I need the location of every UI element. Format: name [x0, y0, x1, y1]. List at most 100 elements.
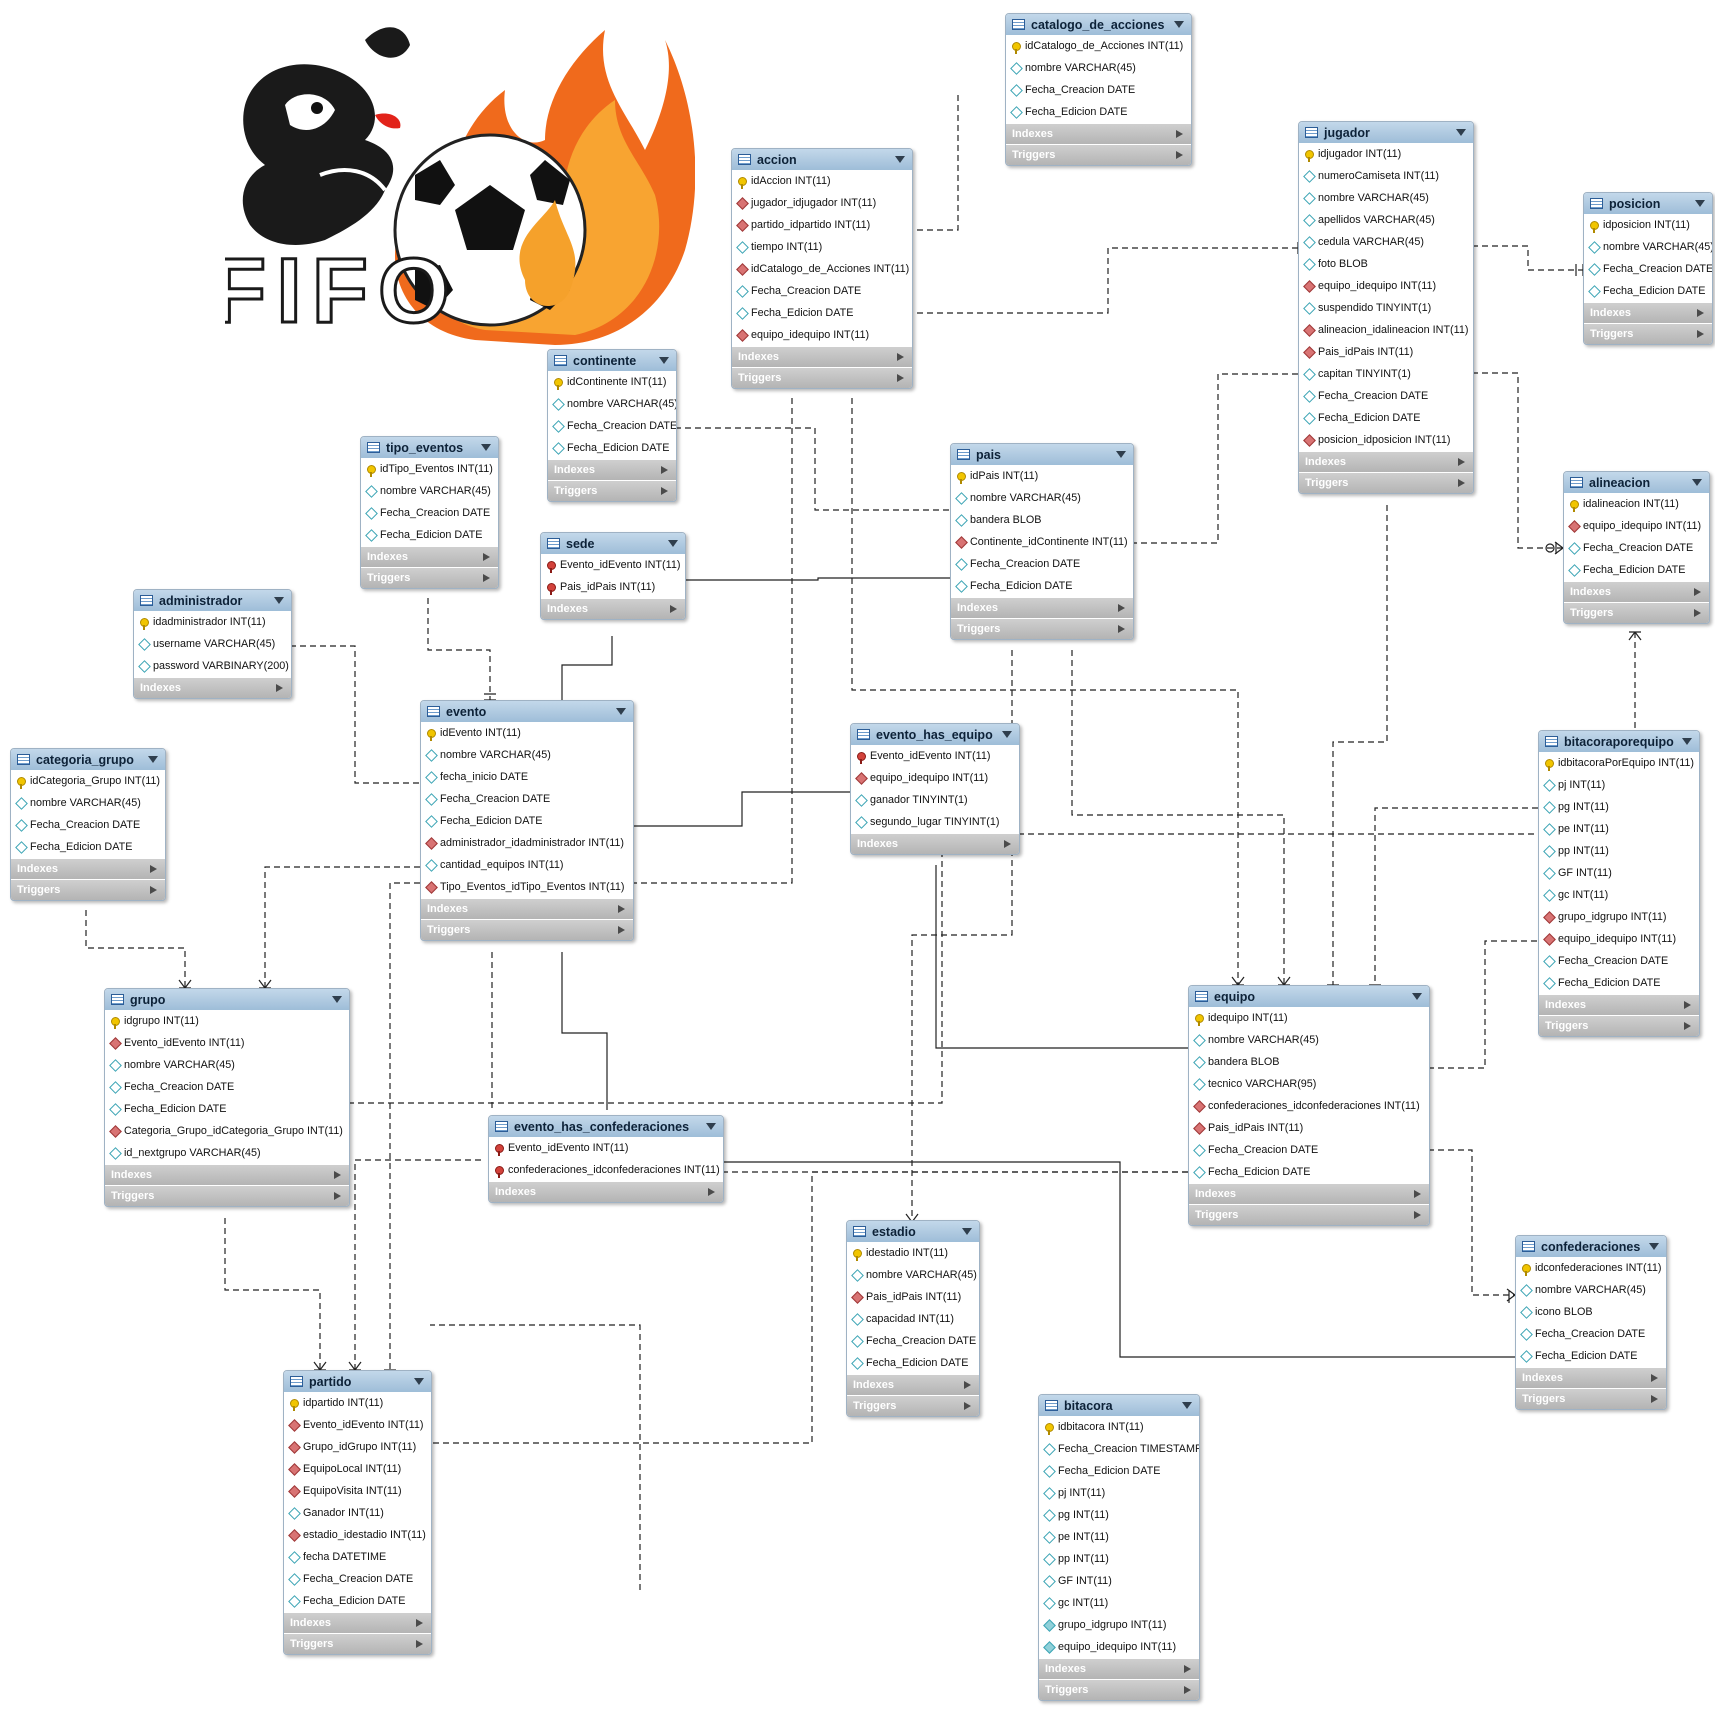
column-row[interactable]: GF INT(11) — [1539, 862, 1699, 884]
table-header[interactable]: equipo — [1189, 986, 1429, 1007]
column-row[interactable]: Fecha_Creacion DATE — [421, 788, 633, 810]
expand-arrow-icon[interactable] — [483, 553, 490, 561]
column-row[interactable]: Evento_idEvento INT(11) — [541, 554, 685, 576]
column-row[interactable]: capitan TINYINT(1) — [1299, 363, 1473, 385]
collapse-caret-icon[interactable] — [332, 996, 342, 1003]
expand-arrow-icon[interactable] — [661, 487, 668, 495]
triggers-section[interactable]: Triggers — [1006, 144, 1191, 165]
expand-arrow-icon[interactable] — [1651, 1395, 1658, 1403]
column-row[interactable]: idCatalogo_de_Acciones INT(11) — [732, 258, 912, 280]
column-row[interactable]: Fecha_Creacion DATE — [1539, 950, 1699, 972]
column-row[interactable]: Fecha_Edicion DATE — [548, 437, 676, 459]
column-row[interactable]: idCatalogo_de_Acciones INT(11) — [1006, 35, 1191, 57]
triggers-section[interactable]: Triggers — [1564, 602, 1709, 623]
triggers-section[interactable]: Triggers — [1584, 323, 1712, 344]
column-row[interactable]: Evento_idEvento INT(11) — [851, 745, 1019, 767]
table-header[interactable]: posicion — [1584, 193, 1712, 214]
expand-arrow-icon[interactable] — [618, 926, 625, 934]
column-row[interactable]: Fecha_Creacion DATE — [548, 415, 676, 437]
expand-arrow-icon[interactable] — [1118, 604, 1125, 612]
expand-arrow-icon[interactable] — [334, 1192, 341, 1200]
expand-arrow-icon[interactable] — [416, 1619, 423, 1627]
table-header[interactable]: continente — [548, 350, 676, 371]
triggers-section[interactable]: Triggers — [1539, 1015, 1699, 1036]
collapse-caret-icon[interactable] — [1182, 1402, 1192, 1409]
collapse-caret-icon[interactable] — [1456, 129, 1466, 136]
expand-arrow-icon[interactable] — [1651, 1374, 1658, 1382]
column-row[interactable]: Fecha_Creacion DATE — [361, 502, 498, 524]
column-row[interactable]: Fecha_Creacion TIMESTAMP — [1039, 1438, 1199, 1460]
column-row[interactable]: Pais_idPais INT(11) — [541, 576, 685, 598]
table-header[interactable]: administrador — [134, 590, 291, 611]
indexes-section[interactable]: Indexes — [951, 597, 1133, 618]
collapse-caret-icon[interactable] — [1695, 200, 1705, 207]
triggers-section[interactable]: Triggers — [1039, 1679, 1199, 1700]
column-row[interactable]: idconfederaciones INT(11) — [1516, 1257, 1666, 1279]
column-row[interactable]: idjugador INT(11) — [1299, 143, 1473, 165]
column-row[interactable]: equipo_idequipo INT(11) — [732, 324, 912, 346]
expand-arrow-icon[interactable] — [708, 1188, 715, 1196]
column-row[interactable]: Ganador INT(11) — [284, 1502, 431, 1524]
column-row[interactable]: nombre VARCHAR(45) — [11, 792, 165, 814]
column-row[interactable]: idbitacoraPorEquipo INT(11) — [1539, 752, 1699, 774]
column-row[interactable]: idPais INT(11) — [951, 465, 1133, 487]
triggers-section[interactable]: Triggers — [11, 879, 165, 900]
indexes-section[interactable]: Indexes — [851, 833, 1019, 854]
indexes-section[interactable]: Indexes — [1299, 451, 1473, 472]
column-row[interactable]: fecha DATETIME — [284, 1546, 431, 1568]
indexes-section[interactable]: Indexes — [548, 459, 676, 480]
column-row[interactable]: Pais_idPais INT(11) — [1299, 341, 1473, 363]
column-row[interactable]: idgrupo INT(11) — [105, 1010, 349, 1032]
column-row[interactable]: Fecha_Creacion DATE — [847, 1330, 979, 1352]
column-row[interactable]: Fecha_Creacion DATE — [1516, 1323, 1666, 1345]
expand-arrow-icon[interactable] — [661, 466, 668, 474]
expand-arrow-icon[interactable] — [1697, 330, 1704, 338]
column-row[interactable]: equipo_idequipo INT(11) — [1299, 275, 1473, 297]
expand-arrow-icon[interactable] — [897, 353, 904, 361]
column-row[interactable]: id_nextgrupo VARCHAR(45) — [105, 1142, 349, 1164]
collapse-caret-icon[interactable] — [895, 156, 905, 163]
column-row[interactable]: Fecha_Creacion DATE — [284, 1568, 431, 1590]
triggers-section[interactable]: Triggers — [284, 1633, 431, 1654]
column-row[interactable]: Fecha_Edicion DATE — [361, 524, 498, 546]
indexes-section[interactable]: Indexes — [11, 858, 165, 879]
expand-arrow-icon[interactable] — [1176, 151, 1183, 159]
table-header[interactable]: evento_has_confederaciones — [489, 1116, 723, 1137]
indexes-section[interactable]: Indexes — [1006, 123, 1191, 144]
expand-arrow-icon[interactable] — [1694, 609, 1701, 617]
column-row[interactable]: Evento_idEvento INT(11) — [105, 1032, 349, 1054]
column-row[interactable]: numeroCamiseta INT(11) — [1299, 165, 1473, 187]
column-row[interactable]: fecha_inicio DATE — [421, 766, 633, 788]
expand-arrow-icon[interactable] — [1458, 479, 1465, 487]
column-row[interactable]: EquipoVisita INT(11) — [284, 1480, 431, 1502]
indexes-section[interactable]: Indexes — [1584, 302, 1712, 323]
collapse-caret-icon[interactable] — [148, 756, 158, 763]
column-row[interactable]: nombre VARCHAR(45) — [1299, 187, 1473, 209]
column-row[interactable]: nombre VARCHAR(45) — [421, 744, 633, 766]
expand-arrow-icon[interactable] — [1176, 130, 1183, 138]
column-row[interactable]: Fecha_Creacion DATE — [105, 1076, 349, 1098]
column-row[interactable]: Fecha_Edicion DATE — [1564, 559, 1709, 581]
column-row[interactable]: Fecha_Creacion DATE — [951, 553, 1133, 575]
column-row[interactable]: pe INT(11) — [1539, 818, 1699, 840]
column-row[interactable]: nombre VARCHAR(45) — [1584, 236, 1712, 258]
column-row[interactable]: icono BLOB — [1516, 1301, 1666, 1323]
column-row[interactable]: idEvento INT(11) — [421, 722, 633, 744]
column-row[interactable]: cedula VARCHAR(45) — [1299, 231, 1473, 253]
collapse-caret-icon[interactable] — [1174, 21, 1184, 28]
column-row[interactable]: tiempo INT(11) — [732, 236, 912, 258]
column-row[interactable]: nombre VARCHAR(45) — [1006, 57, 1191, 79]
indexes-section[interactable]: Indexes — [732, 346, 912, 367]
